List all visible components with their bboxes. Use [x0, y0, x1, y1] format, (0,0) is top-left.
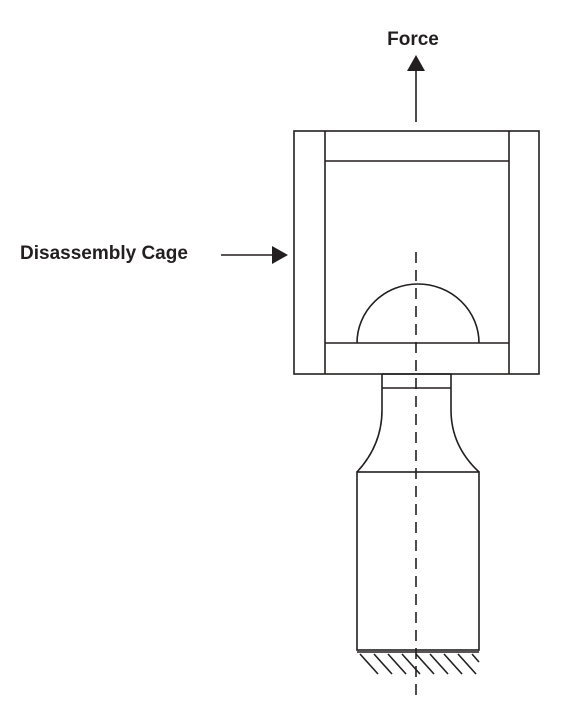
cage-pointer-arrow [221, 246, 288, 264]
specimen-neck [356, 373, 480, 473]
cage-label: Disassembly Cage [20, 243, 188, 264]
force-label: Force [387, 29, 439, 50]
specimen-shank [356, 471, 480, 651]
specimen-head-dome [356, 283, 480, 344]
force-arrow [407, 55, 425, 122]
fixed-support-hatching [357, 651, 480, 675]
